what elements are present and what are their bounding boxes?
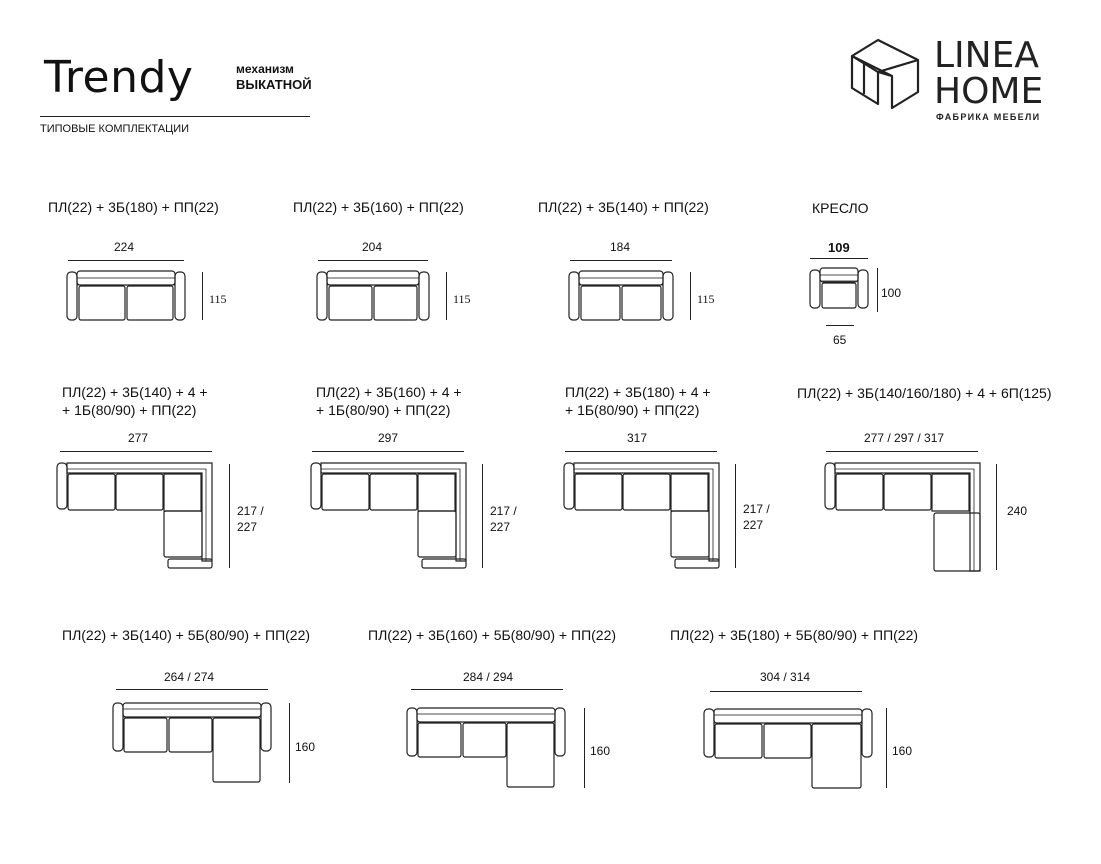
linea-home-logo-icon [850,38,920,110]
mechanism-type: ВЫКАТНОЙ [236,77,312,92]
depth-line [690,272,691,320]
seat-width-dimension: 65 [833,333,847,347]
config-label: ПЛ(22) + 3Б(160) + ПП(22) [293,199,464,215]
width-dimension: 204 [362,240,383,254]
width-line [411,689,563,690]
depth-line [886,708,887,788]
sofa-corner-diagram [56,462,213,569]
sofa-corner-diagram [563,462,720,569]
width-dimension: 224 [114,240,135,254]
width-line [116,689,268,690]
depth-dimension: 115 [209,292,227,306]
config-label-line1: ПЛ(22) + 3Б(160) + 4 + [316,384,462,400]
config-label: КРЕСЛО [812,200,869,216]
width-dimension: 264 / 274 [164,670,215,684]
sofa-ottoman-diagram [824,462,981,572]
depth-dimension: 160 [590,744,611,758]
config-label-line2: + 1Б(80/90) + ПП(22) [316,402,451,418]
config-label: ПЛ(22) + 3Б(140/160/180) + 4 + 6П(125) [797,385,1052,401]
width-line [710,691,862,692]
config-label: ПЛ(22) + 3Б(140) + ПП(22) [538,199,709,215]
config-label-line2: + 1Б(80/90) + ПП(22) [62,402,197,418]
config-label: ПЛ(22) + 3Б(160) + 5Б(80/90) + ПП(22) [368,627,617,643]
depth-dimension-line1: 217 / [490,504,517,518]
depth-dimension-line1: 217 / [743,502,770,516]
title-divider [40,116,310,117]
width-line [810,258,868,259]
sofa-chaise-diagram [112,702,272,783]
logo-line1: LINEA [934,35,1039,76]
depth-line [202,272,203,320]
width-line [318,260,428,261]
config-label-line2: + 1Б(80/90) + ПП(22) [565,402,700,418]
depth-dimension-line2: 227 [490,520,511,534]
depth-line [584,708,585,788]
sofa-straight-diagram [316,270,430,321]
width-line [312,451,464,452]
width-dimension: 277 / 297 / 317 [864,431,945,445]
page-subtitle: ТИПОВЫЕ КОМПЛЕКТАЦИИ [40,123,190,135]
config-label: ПЛ(22) + 3Б(180) + ПП(22) [48,199,219,215]
sofa-chaise-diagram [406,707,566,788]
depth-dimension: 115 [697,292,715,306]
sofa-corner-diagram [310,462,467,569]
config-label-line1: ПЛ(22) + 3Б(140) + 4 + [62,384,208,400]
page-title: Trendy [44,52,194,103]
config-label: ПЛ(22) + 3Б(140) + 5Б(80/90) + ПП(22) [62,627,311,643]
width-line [68,260,184,261]
depth-line [877,268,878,312]
width-line [60,451,212,452]
config-label-line1: ПЛ(22) + 3Б(180) + 4 + [565,384,711,400]
width-dimension: 297 [378,431,399,445]
depth-dimension: 115 [453,292,471,306]
depth-line [229,464,230,568]
width-line [826,451,978,452]
width-dimension: 109 [828,240,850,255]
depth-dimension-line2: 227 [743,518,764,532]
depth-line [482,464,483,568]
width-line [570,260,672,261]
sofa-straight-diagram [568,270,674,321]
depth-line [735,464,736,568]
logo-tagline: ФАБРИКА МЕБЕЛИ [936,112,1041,122]
width-dimension: 184 [610,240,631,254]
config-label: ПЛ(22) + 3Б(180) + 5Б(80/90) + ПП(22) [670,627,919,643]
seat-width-line [826,325,854,326]
depth-line [446,272,447,320]
depth-dimension-line1: 217 / [237,504,264,518]
width-dimension: 284 / 294 [463,670,514,684]
depth-dimension: 100 [881,286,902,300]
depth-dimension: 160 [295,740,316,754]
logo-line2: HOME [934,71,1044,112]
depth-line [996,464,997,570]
width-dimension: 317 [627,431,648,445]
sofa-chaise-diagram [703,708,873,789]
sofa-straight-diagram [66,270,186,321]
depth-dimension: 160 [892,744,913,758]
depth-line [289,703,290,783]
depth-dimension-line2: 227 [237,520,258,534]
width-line [565,451,717,452]
width-dimension: 277 [128,431,149,445]
depth-dimension: 240 [1007,504,1028,518]
armchair-diagram [809,267,869,309]
mechanism-label: механизм [236,62,294,76]
width-dimension: 304 / 314 [760,670,811,684]
